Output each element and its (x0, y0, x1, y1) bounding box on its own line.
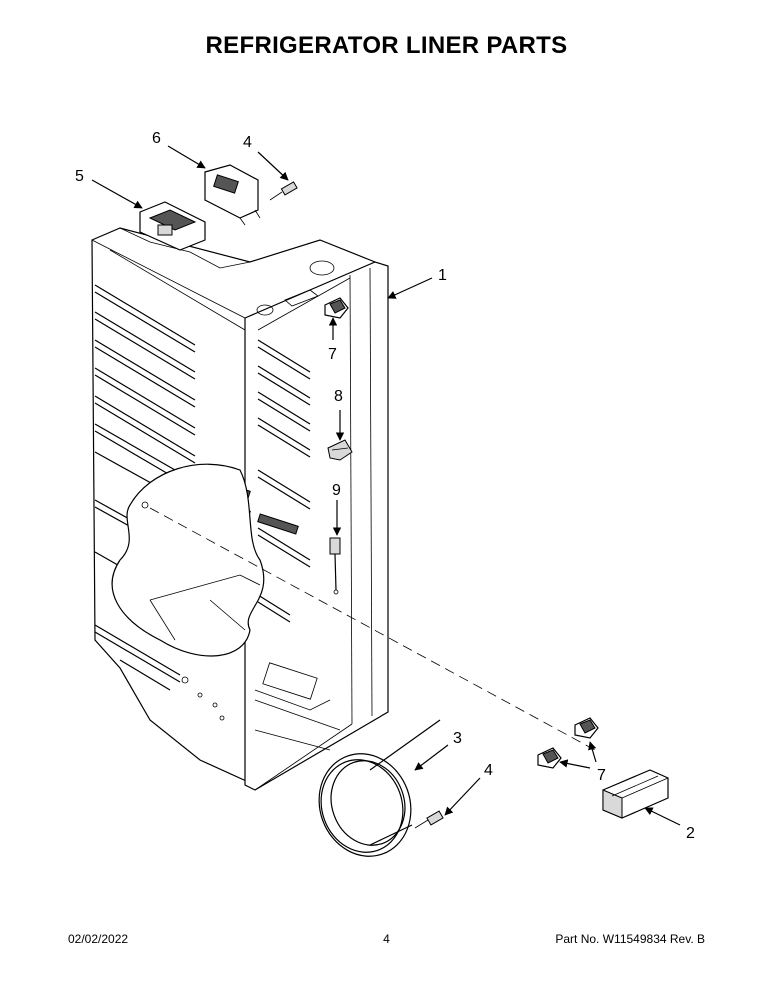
callout-7-bottom: 7 (597, 767, 606, 784)
callout-3: 3 (453, 730, 462, 747)
liner-cutaway (111, 463, 265, 657)
routing-dashed-line (149, 507, 596, 751)
callout-7-top: 7 (328, 346, 337, 363)
footer-part-number: Part No. W11549834 Rev. B (555, 932, 705, 946)
callout-4-bottom: 4 (484, 762, 493, 779)
part-6-bracket (204, 164, 261, 226)
part-8-clip (327, 439, 353, 461)
part-9-sensor (329, 537, 341, 595)
part-7-cap-top (324, 297, 349, 319)
footer-date: 02/02/2022 (68, 932, 129, 946)
page-title: REFRIGERATOR LINER PARTS (205, 32, 568, 59)
callout-4-top: 4 (243, 134, 252, 151)
footer-page-number: 4 (383, 932, 390, 946)
callout-5: 5 (75, 168, 84, 185)
part-7-cap-lower-a (574, 717, 599, 739)
part-2-housing (602, 769, 669, 819)
left-shelf-rails (94, 284, 196, 691)
callout-8: 8 (334, 388, 343, 405)
part-7-cap-lower-b (537, 747, 562, 769)
callout-2: 2 (686, 825, 695, 842)
callout-arrows (91, 145, 681, 826)
part-5-housing (139, 201, 206, 251)
part-4-screw-top (269, 181, 298, 201)
part-3-tubing (318, 719, 441, 857)
callout-1: 1 (438, 267, 447, 284)
callout-6: 6 (152, 130, 161, 147)
refrigerator-liner (91, 227, 389, 791)
right-shelf-rails (257, 339, 311, 623)
callout-9: 9 (332, 482, 341, 499)
part-4-screw-bottom (414, 810, 444, 829)
